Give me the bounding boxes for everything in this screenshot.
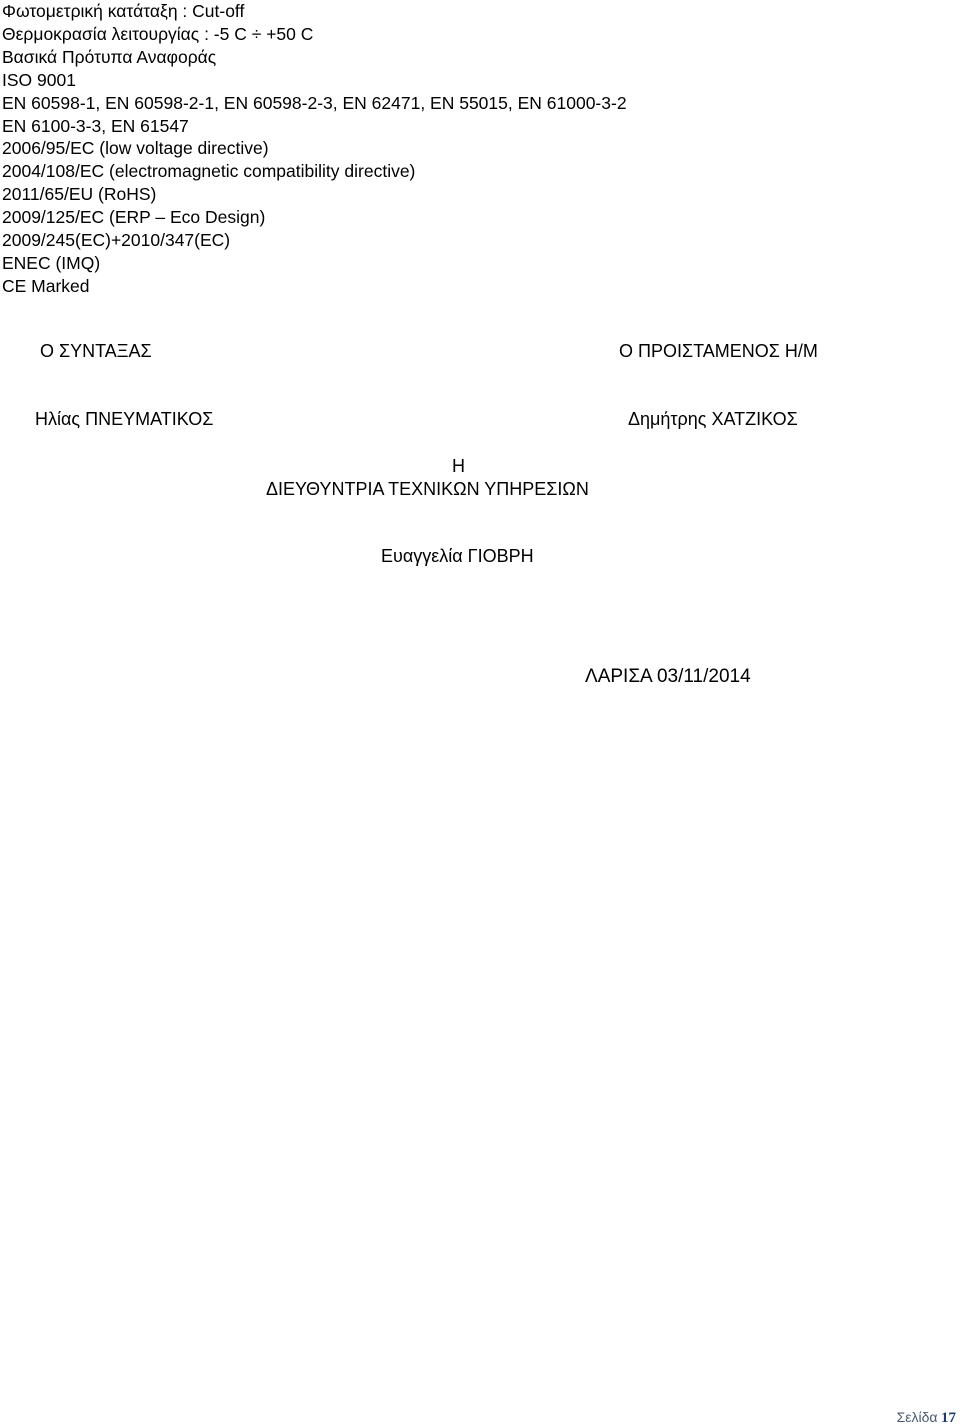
specification-list: Φωτομετρική κατάταξη : Cut-off Θερμοκρασ… xyxy=(2,0,627,298)
director-role: ΔΙΕΥΘΥΝΤΡΙΑ ΤΕΧΝΙΚΩΝ ΥΠΗΡΕΣΙΩΝ xyxy=(266,479,589,499)
page-label: Σελίδα xyxy=(896,1409,938,1425)
place-date: ΛΑΡΙΣΑ 03/11/2014 xyxy=(585,666,751,687)
spec-erp: 2009/125/EC (ERP – Eco Design) xyxy=(2,207,266,228)
spec-en-standards: EN 60598-1, EN 60598-2-1, EN 60598-2-3, … xyxy=(2,92,627,113)
page-footer: Σελίδα 17 xyxy=(897,1408,956,1428)
spec-en-standards-cont: EN 6100-3-3, EN 61547 xyxy=(2,115,189,136)
author-name: Ηλίας ΠΝΕΥΜΑΤΙΚΟΣ xyxy=(35,409,214,429)
spec-ce-marked: CE Marked xyxy=(2,275,90,296)
spec-emc-directive: 2004/108/EC (electromagnetic compatibili… xyxy=(2,161,416,182)
spec-photometric-class: Φωτομετρική κατάταξη : Cut-off xyxy=(2,1,245,21)
director-article: Η xyxy=(452,456,465,476)
spec-rohs: 2011/65/EU (RoHS) xyxy=(2,184,157,205)
spec-ec-regulations: 2009/245(EC)+2010/347(EC) xyxy=(2,230,231,251)
director-name: Ευαγγελία ΓΙΟΒΡΗ xyxy=(381,546,534,566)
page-number: 17 xyxy=(941,1410,956,1426)
supervisor-role: Ο ΠΡΟΙΣΤΑΜΕΝΟΣ Η/Μ xyxy=(619,341,818,361)
spec-reference-standards-heading: Βασικά Πρότυπα Αναφοράς xyxy=(2,46,217,67)
author-role: Ο ΣΥΝΤΑΞΑΣ xyxy=(40,341,152,361)
spec-low-voltage-directive: 2006/95/EC (low voltage directive) xyxy=(2,138,269,159)
spec-iso: ISO 9001 xyxy=(2,69,76,90)
spec-enec: ENEC (IMQ) xyxy=(2,252,101,273)
spec-operating-temperature: Θερμοκρασία λειτουργίας : -5 C ÷ +50 C xyxy=(2,23,314,44)
supervisor-name: Δημήτρης ΧΑΤΖΙΚΟΣ xyxy=(628,409,798,429)
